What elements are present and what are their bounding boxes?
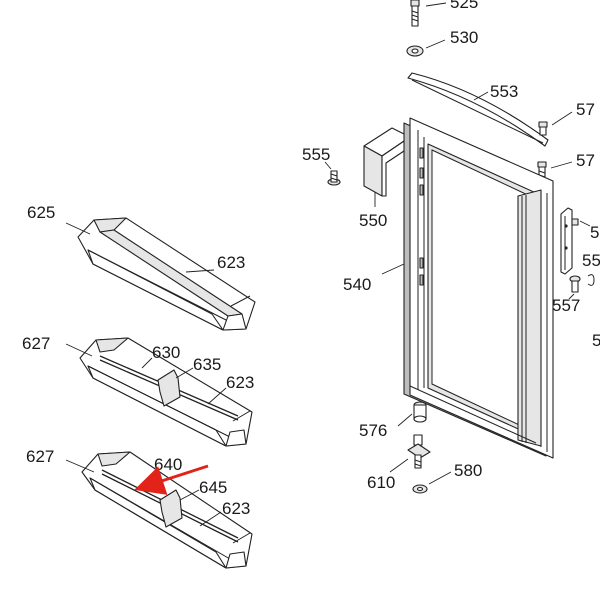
screw-57a	[538, 121, 548, 136]
divider-645	[159, 489, 183, 528]
label-55: 55	[582, 251, 600, 270]
label-530: 530	[450, 28, 478, 47]
label-525: 525	[450, 0, 478, 12]
divider-635	[157, 369, 181, 407]
door-shelf-625	[77, 217, 256, 331]
label-627b: 627	[26, 447, 54, 466]
hinge-bracket-550	[363, 127, 411, 197]
screw-525	[410, 0, 420, 27]
label-5b: 5	[592, 331, 600, 350]
label-623a: 623	[217, 253, 245, 272]
label-553: 553	[490, 82, 518, 101]
label-57b: 57	[576, 151, 595, 170]
label-623c: 623	[222, 499, 250, 518]
cover-strip-553	[407, 72, 549, 147]
screw-557	[569, 275, 581, 293]
label-555: 555	[302, 145, 330, 164]
washer-530	[406, 45, 424, 57]
label-623b: 623	[226, 373, 254, 392]
label-610: 610	[367, 473, 395, 492]
clip-55	[587, 274, 595, 286]
label-550: 550	[359, 211, 387, 230]
label-5: 5	[590, 223, 599, 242]
label-580: 580	[454, 461, 482, 480]
hinge-plate-right	[560, 207, 579, 275]
screw-555	[327, 170, 341, 186]
highlight-arrow	[134, 464, 209, 495]
bushing-576	[413, 401, 427, 423]
label-576: 576	[359, 421, 387, 440]
label-540: 540	[343, 275, 371, 294]
pin-610	[407, 434, 431, 469]
label-557: 557	[552, 296, 580, 315]
label-630: 630	[152, 343, 180, 362]
label-635: 635	[193, 355, 221, 374]
label-625: 625	[27, 203, 55, 222]
label-640: 640	[154, 455, 182, 474]
label-645: 645	[199, 478, 227, 497]
washer-580	[412, 484, 428, 494]
label-627a: 627	[22, 334, 50, 353]
door-frame-540	[403, 117, 554, 459]
label-57a: 57	[576, 100, 595, 119]
